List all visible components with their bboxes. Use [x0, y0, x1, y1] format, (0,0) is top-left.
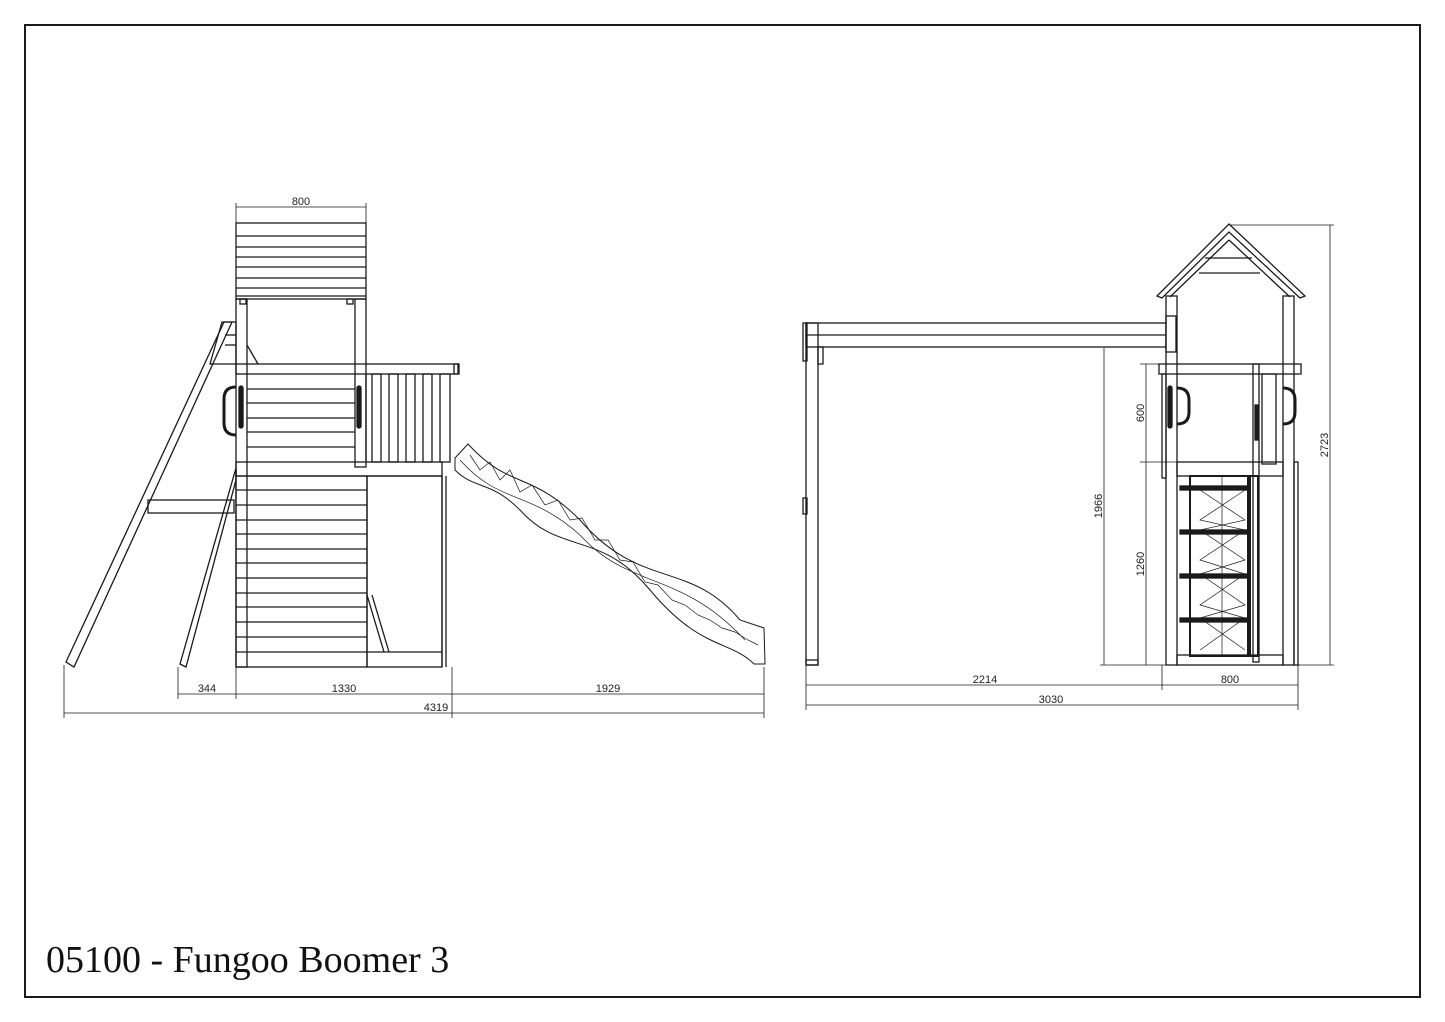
- railing: [365, 373, 451, 463]
- climbing-net: [1179, 475, 1259, 657]
- drawing-title: 05100 - Fungoo Boomer 3: [46, 939, 450, 981]
- dim-tower-width: 1330: [332, 683, 356, 695]
- swing-post: [805, 322, 819, 666]
- dim-swing-beam: 2214: [973, 674, 997, 686]
- dim-platform-height: 1260: [1135, 552, 1147, 576]
- slide: [454, 443, 766, 665]
- side-dimensions: [63, 203, 765, 718]
- dim-total-height: 2723: [1319, 433, 1331, 457]
- handgrip-icon: [222, 385, 237, 437]
- tower-post-right: [354, 298, 367, 468]
- lower-wall: [235, 475, 447, 668]
- tower-roof: [1155, 223, 1307, 299]
- handgrip-icon: [1176, 386, 1191, 426]
- dim-front-tower-width: 800: [1221, 674, 1239, 686]
- dim-beam-height: 1966: [1093, 494, 1105, 518]
- dim-slide-length: 1929: [596, 683, 620, 695]
- roof-panel: [235, 222, 367, 300]
- dim-railing-height: 600: [1135, 404, 1147, 422]
- dimension-labels: 800 344 1330 1929 4319 2214 800 3030 272…: [198, 196, 1331, 714]
- handgrip-icon: [1282, 386, 1297, 426]
- side-view: [63, 203, 766, 718]
- drawing-frame: [24, 24, 1421, 998]
- a-frame: [65, 321, 259, 668]
- front-dimensions: [805, 224, 1334, 710]
- dim-ladder-offset: 344: [198, 683, 216, 695]
- dim-total-width: 3030: [1039, 694, 1063, 706]
- handle-icon: [238, 385, 244, 429]
- dim-total-length: 4319: [424, 702, 448, 714]
- handle-icon: [1167, 385, 1173, 429]
- tower-post-left: [235, 298, 248, 668]
- wall-panel: [247, 388, 355, 448]
- front-view: [802, 223, 1334, 710]
- dim-top-width: 800: [292, 196, 310, 208]
- beam-bracket: [1165, 315, 1177, 353]
- handle-icon: [356, 385, 362, 429]
